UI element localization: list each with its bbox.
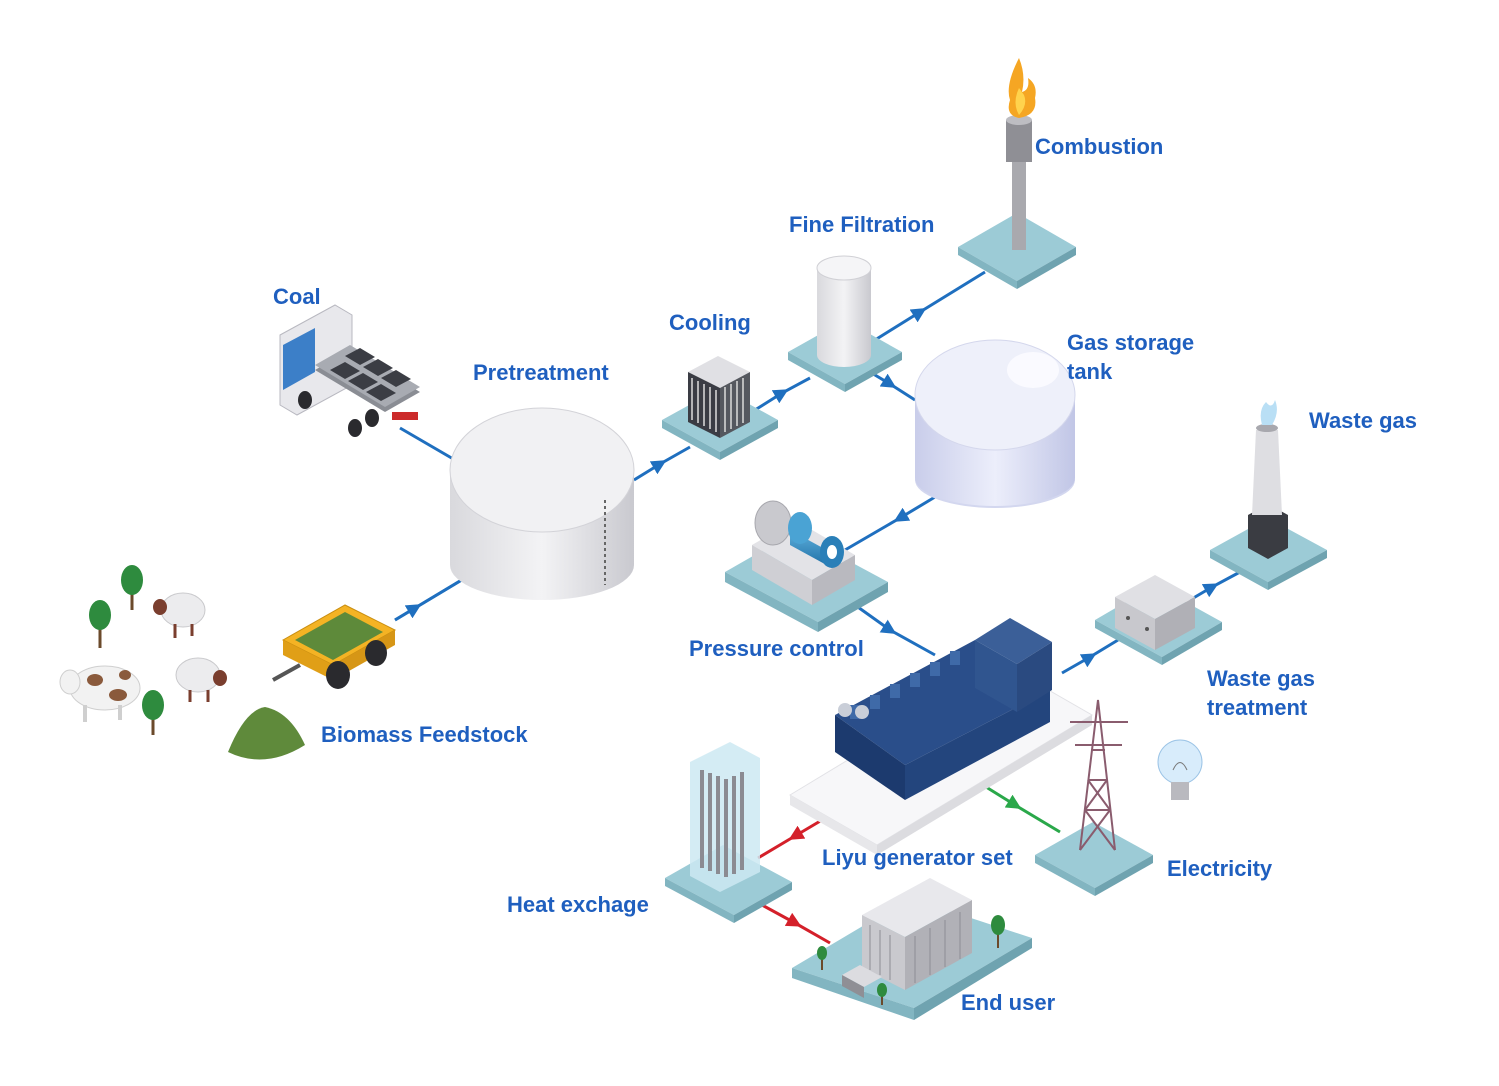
flow-generator-to-wastetreatment (1061, 638, 1119, 675)
label-end-user: End user (961, 990, 1056, 1015)
combustion-stack (958, 58, 1076, 289)
biomass-area (59, 565, 397, 760)
flow-treatment-to-stack (1189, 570, 1241, 602)
flame-icon (1008, 58, 1036, 118)
tree-icon (991, 915, 1005, 948)
label-waste-gas: Waste gas (1309, 408, 1418, 433)
flow-generator-to-heat (757, 818, 823, 860)
gas-storage-tank (914, 339, 1076, 508)
power-tower-icon (1070, 699, 1128, 851)
label-electricity: Electricity (1167, 856, 1273, 881)
label-pretreatment: Pretreatment (473, 360, 609, 385)
generator-set (789, 618, 1093, 855)
tree-icon (121, 565, 143, 610)
flow-pretreatment-to-cooling (633, 445, 691, 482)
label-coal: Coal (273, 284, 321, 309)
tree-icon (142, 690, 164, 735)
flow-gastank-to-pressure (844, 495, 936, 552)
electricity-unit (1035, 699, 1203, 896)
cooling-unit (662, 356, 778, 460)
coal-truck (279, 304, 420, 437)
label-gas-storage-tank-line2: tank (1067, 359, 1113, 384)
label-heat-exchange: Heat exchage (507, 892, 649, 917)
tree-icon (877, 983, 887, 1005)
tree-icon (817, 946, 827, 970)
label-pressure-control: Pressure control (689, 636, 864, 661)
label-biomass-feedstock: Biomass Feedstock (321, 722, 528, 747)
tree-icon (89, 600, 111, 648)
biomass-cart (272, 604, 397, 689)
pressure-control-unit (725, 500, 888, 632)
flow-heat-to-enduser (761, 903, 831, 945)
label-gas-storage-tank-line1: Gas storage (1067, 330, 1195, 355)
label-fine-filtration: Fine Filtration (789, 212, 935, 237)
flow-pressure-to-generator (854, 603, 936, 657)
flow-filtration-to-combustion (874, 270, 986, 342)
end-user-building (792, 878, 1032, 1020)
sheep-icon (153, 592, 206, 638)
sheep-icon (175, 657, 227, 702)
smoke-icon (1260, 400, 1277, 425)
flow-generator-to-electricity (977, 780, 1061, 834)
waste-gas-treatment-unit (1095, 575, 1222, 665)
heat-exchange-unit (665, 742, 792, 923)
label-waste-gas-treatment-line2: treatment (1207, 695, 1308, 720)
label-waste-gas-treatment-line1: Waste gas (1207, 666, 1316, 691)
label-liyu-generator-set: Liyu generator set (822, 845, 1013, 870)
flow-cooling-to-filtration (754, 376, 811, 412)
flow-lines (394, 270, 1241, 945)
label-cooling: Cooling (669, 310, 751, 335)
pretreatment-tank (449, 407, 635, 600)
label-combustion: Combustion (1035, 134, 1164, 159)
cow-icon (59, 665, 141, 722)
waste-gas-stack (1210, 400, 1327, 590)
feedstock-pile (228, 707, 305, 760)
flow-coal-to-pretreatment (399, 426, 456, 462)
flow-filtration-to-gastank (869, 370, 916, 402)
fine-filtration-unit (788, 255, 902, 392)
flow-biomass-arrow (394, 573, 471, 622)
light-bulb-icon (1157, 739, 1203, 800)
